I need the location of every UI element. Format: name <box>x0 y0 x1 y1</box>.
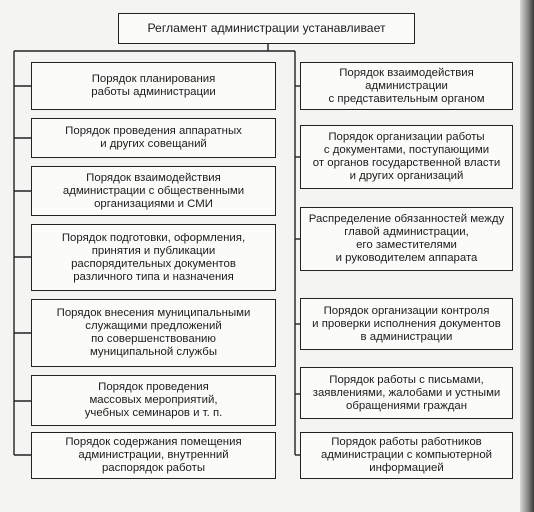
right-box-control-text: Порядок организации контроля и проверки … <box>312 304 501 343</box>
right-box-gov-documents: Порядок организации работы с документами… <box>300 125 513 189</box>
right-box-control: Порядок организации контроля и проверки … <box>300 298 513 350</box>
left-box-events-text: Порядок проведения массовых мероприятий,… <box>84 381 223 419</box>
left-box-planning: Порядок планирования работы администраци… <box>31 62 276 110</box>
left-box-premises-text: Порядок содержания помещения администрац… <box>65 436 242 474</box>
left-box-proposals: Порядок внесения муниципальными служащим… <box>31 299 276 367</box>
right-box-letters-text: Порядок работы с письмами, заявлениями, … <box>312 373 501 412</box>
regulation-title-box: Регламент администрации устанавливает <box>118 13 415 44</box>
right-box-letters: Порядок работы с письмами, заявлениями, … <box>300 367 513 419</box>
left-box-documents-text: Порядок подготовки, оформления, принятия… <box>61 231 246 283</box>
left-box-planning-text: Порядок планирования работы администраци… <box>91 73 216 98</box>
right-box-computer-info: Порядок работы работников администрации … <box>300 432 513 479</box>
right-box-duties-text: Распределение обязанностей между главой … <box>308 213 505 264</box>
left-box-public-orgs: Порядок взаимодействия администрации с о… <box>31 166 276 216</box>
book-page-edge <box>520 0 534 512</box>
right-box-representative-text: Порядок взаимодействия администрации с п… <box>328 66 485 105</box>
right-box-computer-info-text: Порядок работы работников администрации … <box>320 436 493 474</box>
right-box-duties: Распределение обязанностей между главой … <box>300 207 513 271</box>
left-box-events: Порядок проведения массовых мероприятий,… <box>31 375 276 426</box>
right-box-representative: Порядок взаимодействия администрации с п… <box>300 62 513 110</box>
right-box-gov-documents-text: Порядок организации работы с документами… <box>312 131 501 182</box>
left-box-public-orgs-text: Порядок взаимодействия администрации с о… <box>62 171 245 210</box>
left-box-proposals-text: Порядок внесения муниципальными служащим… <box>56 307 251 358</box>
left-box-premises: Порядок содержания помещения администрац… <box>31 432 276 479</box>
left-box-meetings-text: Порядок проведения аппаратных и других с… <box>65 125 242 150</box>
left-box-meetings: Порядок проведения аппаратных и других с… <box>31 118 276 158</box>
left-box-documents: Порядок подготовки, оформления, принятия… <box>31 224 276 291</box>
regulation-title: Регламент администрации устанавливает <box>147 21 386 35</box>
